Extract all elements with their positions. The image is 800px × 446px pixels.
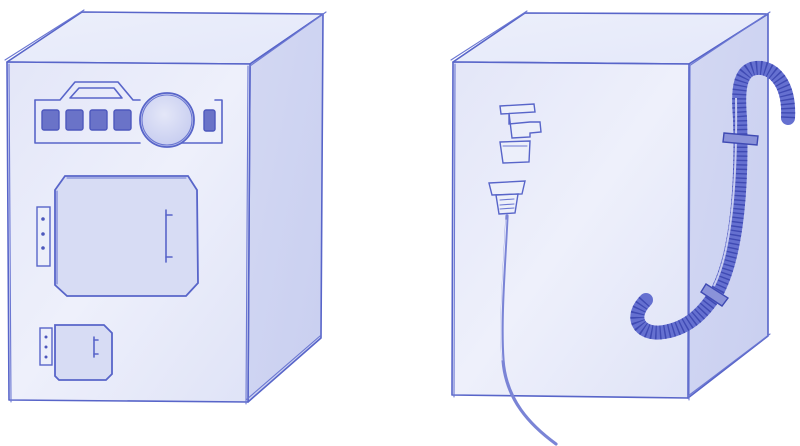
power-button[interactable] [204,110,215,131]
program-button-4[interactable] [114,110,131,130]
program-button-2[interactable] [66,110,83,130]
washing-machine-front-icon [5,10,326,404]
machine-back-face [452,62,689,398]
drum-door[interactable] [55,176,198,296]
washing-machine-back-icon [451,11,788,444]
hatch-hinge-icon [40,328,52,365]
program-button-1[interactable] [42,110,59,130]
program-button-3[interactable] [90,110,107,130]
filter-hatch[interactable] [55,325,112,380]
door-hinge-icon [37,207,50,266]
program-dial-icon[interactable] [140,93,194,147]
